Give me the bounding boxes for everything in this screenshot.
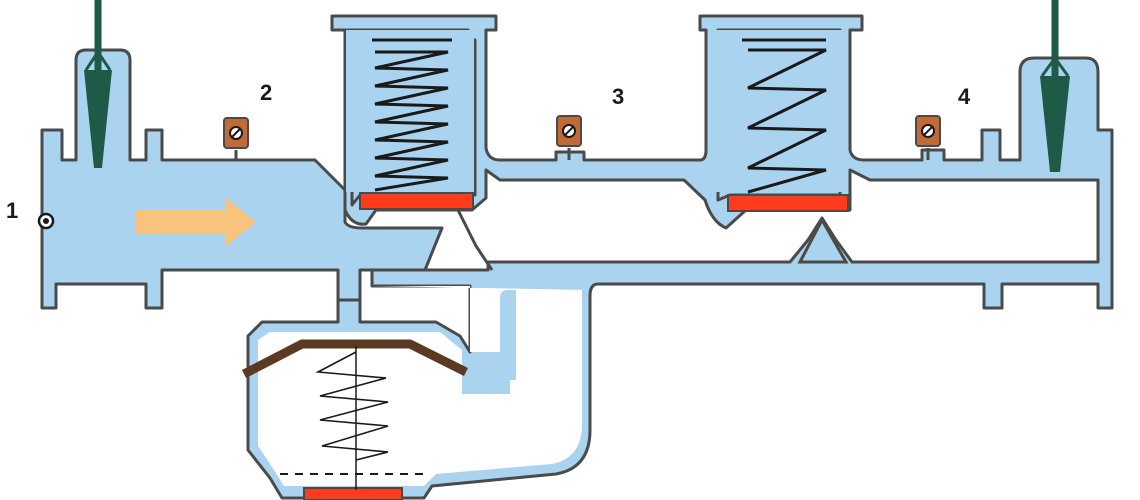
valve-stem-outlet bbox=[1040, 0, 1070, 172]
pressure-gauge-icon bbox=[915, 115, 941, 160]
label-point-2: 2 bbox=[260, 80, 272, 105]
valve-stem-inlet bbox=[84, 0, 112, 168]
nozzle-2 bbox=[797, 216, 849, 264]
pressure-gauge-icon bbox=[556, 115, 582, 160]
spring-1 bbox=[374, 50, 449, 192]
spring-1-chamber bbox=[346, 30, 474, 192]
pressure-gauge-icon bbox=[223, 117, 249, 160]
label-point-3: 3 bbox=[612, 84, 624, 109]
diaphragm bbox=[241, 339, 469, 378]
valve-seat-1 bbox=[359, 192, 474, 210]
label-point-4: 4 bbox=[958, 84, 971, 109]
label-point-1: 1 bbox=[6, 198, 18, 223]
valve-seat-3 bbox=[303, 487, 403, 500]
return-passage-cavity bbox=[258, 286, 590, 486]
spring-3 bbox=[315, 351, 389, 461]
pressure-tap-icon bbox=[37, 212, 55, 230]
spring-2 bbox=[747, 48, 827, 194]
nozzle-1 bbox=[456, 209, 494, 271]
valve-seat-2 bbox=[727, 194, 849, 212]
arrow-right-icon bbox=[136, 198, 256, 246]
